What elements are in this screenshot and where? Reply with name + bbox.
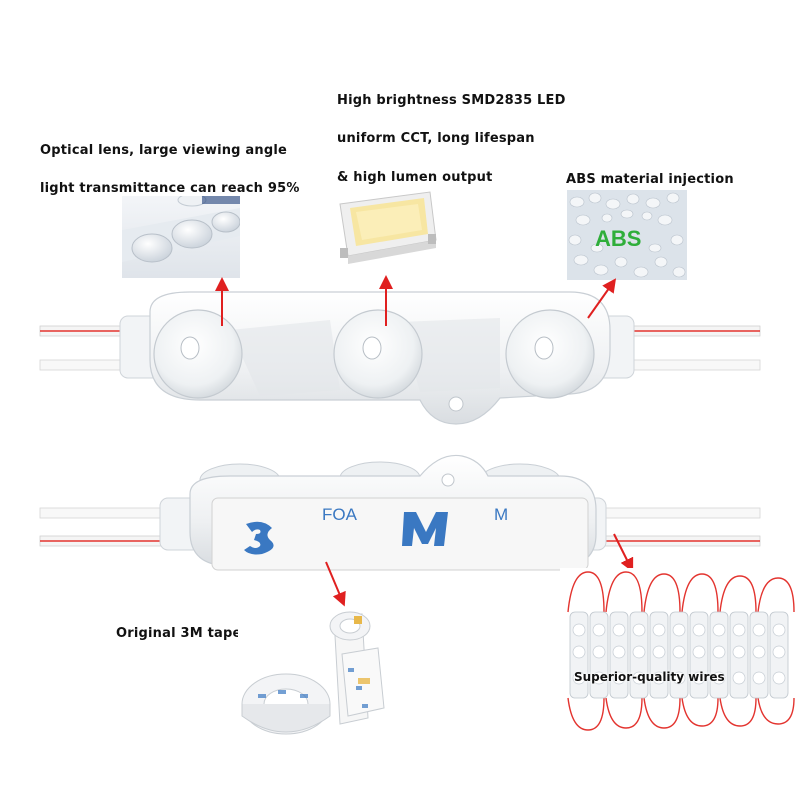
bottom-led-module: FOA M xyxy=(159,454,607,571)
wires-arrow xyxy=(613,533,634,573)
tape-roll-photo xyxy=(238,608,388,746)
wires-callout: Superior-quality wires xyxy=(574,670,725,684)
callout-arrows xyxy=(215,275,634,607)
led-callout-line3: & high lumen output xyxy=(337,170,493,185)
tape-foam-text: FOA xyxy=(322,505,358,524)
lens-callout-line2: light transmittance can reach 95% xyxy=(40,181,300,196)
lens-closeup-photo xyxy=(122,196,240,278)
tape-arrow xyxy=(325,561,346,607)
module-chain-photo: Superior-quality wires xyxy=(560,568,798,734)
led-callout-line1: High brightness SMD2835 LED xyxy=(337,93,566,108)
led-callout-line2: uniform CCT, long lifespan xyxy=(337,131,535,146)
abs-callout: ABS material injection xyxy=(566,172,734,187)
abs-arrow xyxy=(587,278,617,319)
tape-suffix-text: M xyxy=(494,505,508,524)
tape-3m-logo xyxy=(244,512,448,555)
lens-callout-line1: Optical lens, large viewing angle xyxy=(40,143,288,158)
abs-granules-photo: ABS xyxy=(567,190,687,280)
abs-photo-label: ABS xyxy=(595,226,642,251)
top-led-module xyxy=(119,291,635,425)
smd-led-photo xyxy=(334,188,440,266)
